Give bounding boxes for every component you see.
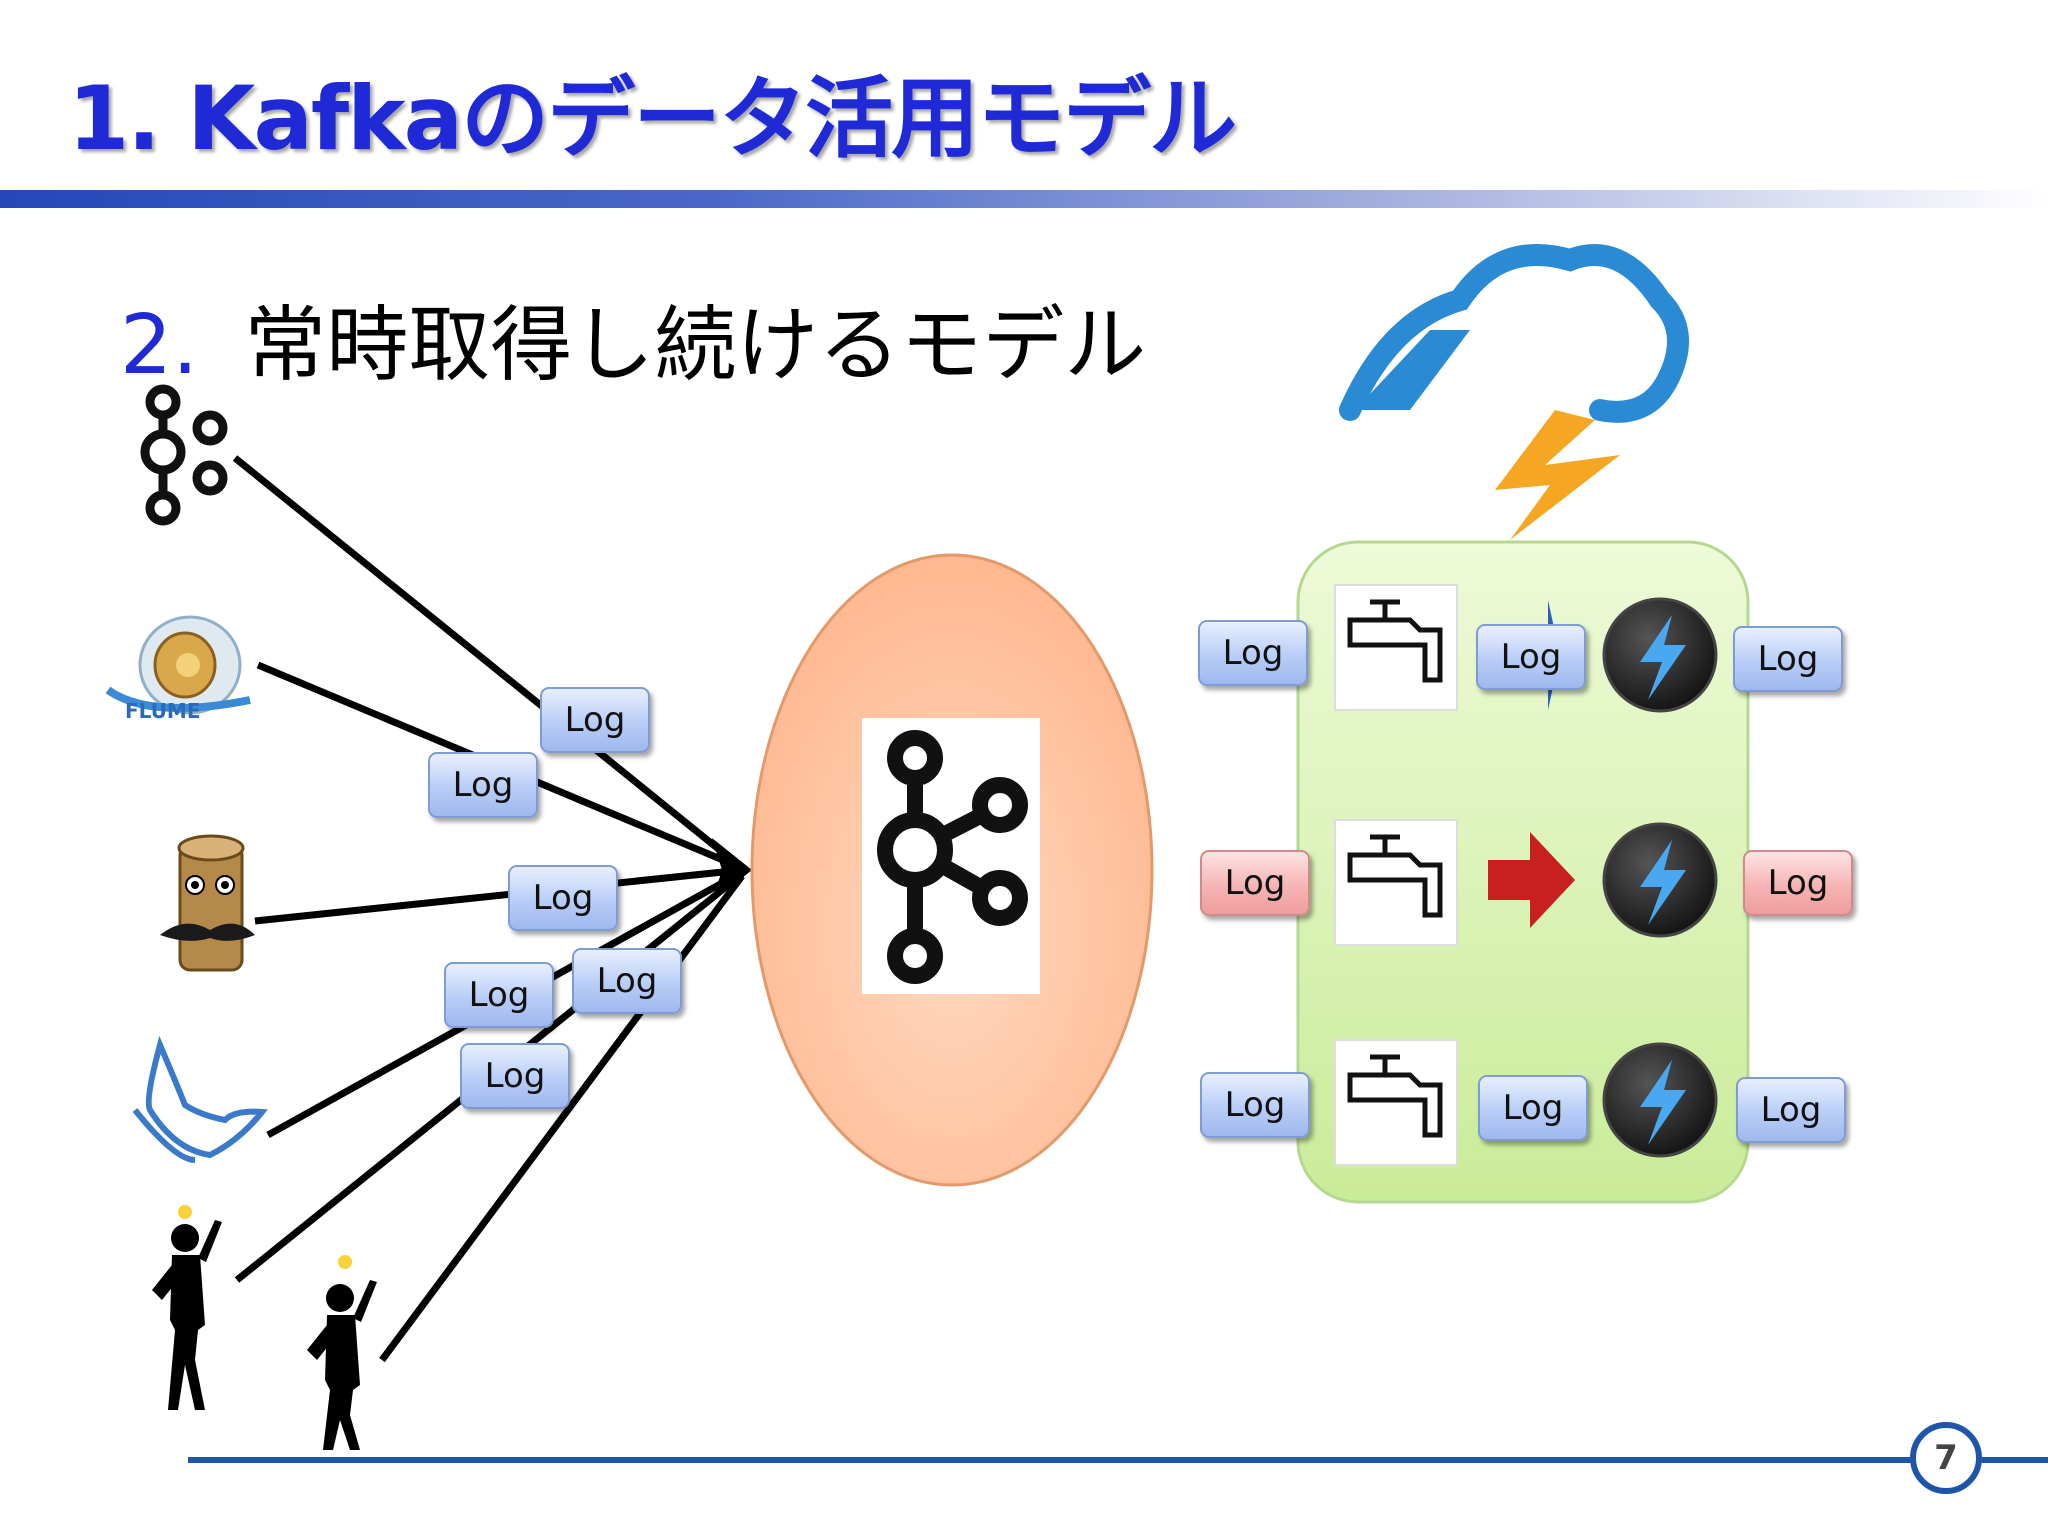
inbound-log-label: Log [572, 948, 682, 1014]
row1-input-log: Log [1198, 620, 1308, 686]
processing-row-1 [1334, 584, 1718, 713]
row2-output-log: Log [1743, 850, 1853, 916]
inbound-log-label: Log [428, 752, 538, 818]
row1-output-log: Log [1733, 626, 1843, 692]
kafka-logo-icon [140, 384, 228, 526]
person-icon [307, 1255, 377, 1450]
title-underline [0, 190, 2048, 208]
person-icon [152, 1205, 222, 1410]
processing-row-2 [1334, 819, 1718, 946]
inbound-log-label: Log [540, 687, 650, 753]
row3-output-log: Log [1736, 1077, 1846, 1143]
row1-mid-log: Log [1476, 624, 1586, 690]
inbound-arrows [232, 455, 745, 1363]
fluent-bird-icon [132, 1035, 268, 1163]
row3-input-log: Log [1200, 1072, 1310, 1138]
storm-logo-icon [1339, 244, 1689, 540]
inbound-log-label: Log [460, 1043, 570, 1109]
arrowhead-icon [712, 838, 752, 902]
flume-logo-icon: FLUME [105, 615, 251, 723]
row2-input-log: Log [1200, 850, 1310, 916]
slide-subtitle: 2. 常時取得し続けるモデル [120, 278, 1146, 397]
inbound-log-label: Log [444, 962, 554, 1028]
page-number: 7 [1910, 1422, 1982, 1494]
slide-title: 1. Kafkaのデータ活用モデル [68, 67, 1237, 170]
kafka-hub-logo-icon [877, 730, 1028, 984]
processing-row-3 [1334, 1039, 1718, 1166]
inbound-log-label: Log [508, 865, 618, 931]
row3-mid-log: Log [1478, 1075, 1588, 1141]
subtitle-text: 常時取得し続けるモデル [244, 298, 1147, 393]
red-arrow-icon [1488, 832, 1575, 928]
subtitle-number: 2. [120, 298, 199, 393]
svg-text:FLUME: FLUME [125, 699, 201, 723]
fluentd-logo-icon [160, 834, 255, 972]
footer-line [188, 1457, 2048, 1463]
